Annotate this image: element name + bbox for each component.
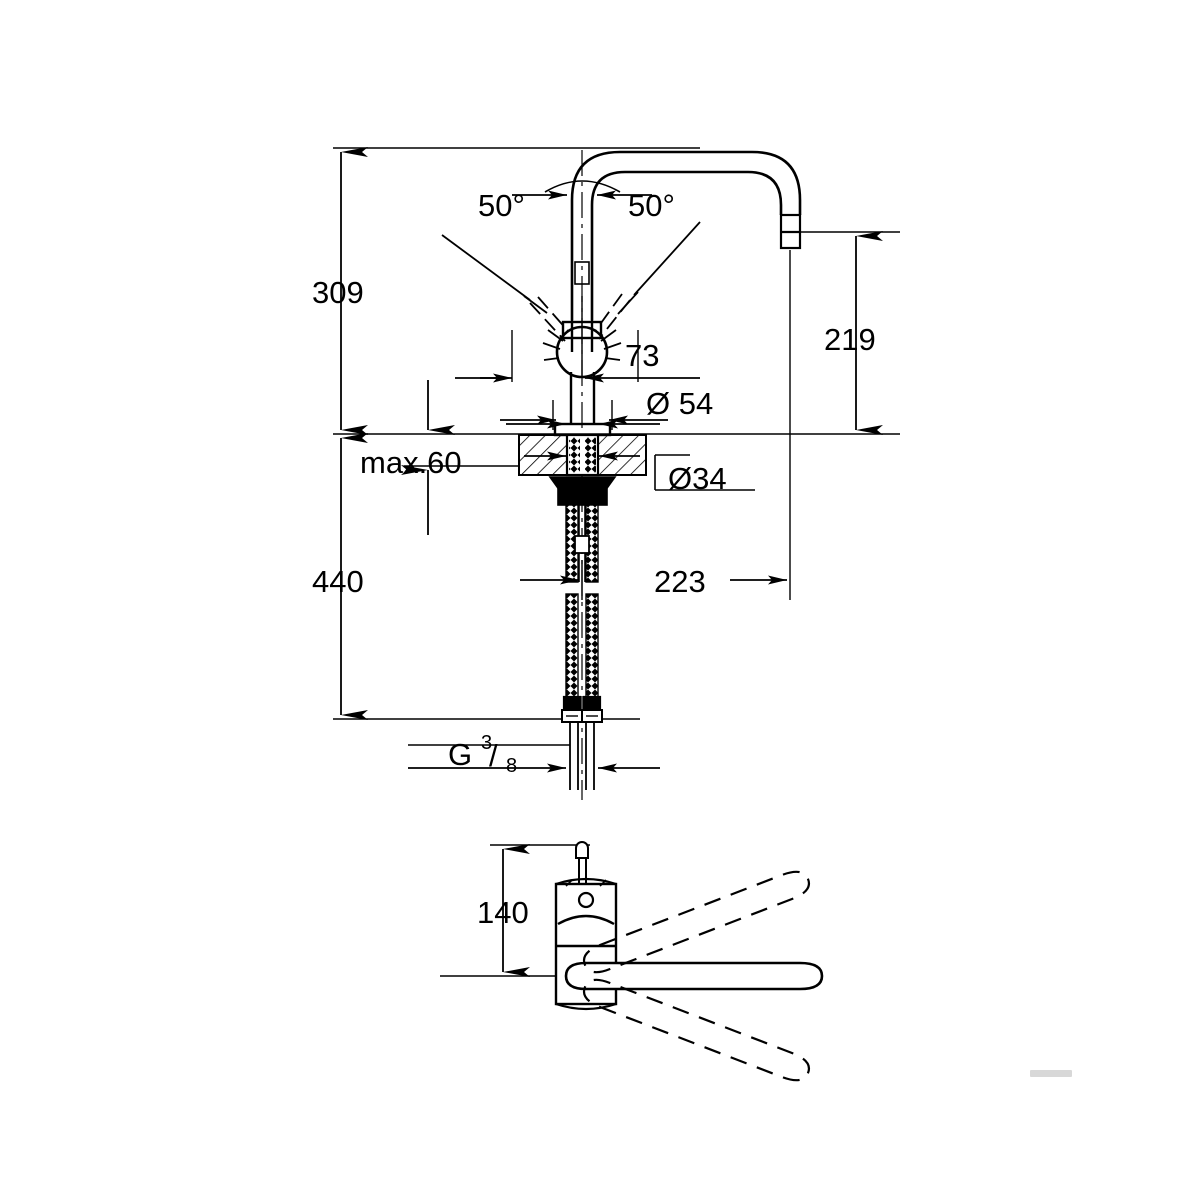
plan-body-top-arc	[555, 877, 617, 886]
plan-lever-handle	[564, 961, 824, 991]
label-g38-denominator: 8	[506, 755, 517, 777]
label-d34: Ø34	[668, 461, 727, 496]
spout-inner-left	[590, 170, 783, 320]
plan-top-ticks	[565, 879, 607, 887]
watermark-mark	[1030, 1070, 1072, 1077]
plan-body-bottom-arc	[555, 1002, 617, 1011]
swivel-tick-marks	[542, 329, 622, 361]
hose-end-collar-right	[582, 695, 602, 712]
label-223: 223	[654, 564, 706, 599]
hose-coupling	[574, 535, 590, 554]
label-440: 440	[312, 564, 364, 599]
label-219: 219	[824, 322, 876, 357]
label-309: 309	[312, 275, 364, 310]
label-73: 73	[625, 338, 659, 373]
riser-internal-detail	[574, 261, 590, 285]
plan-handle-swing-up	[582, 870, 810, 974]
hose-end-collar-left	[562, 695, 582, 712]
plan-handle-swing-down	[582, 978, 810, 1082]
label-140: 140	[477, 895, 529, 930]
label-angle-left: 50°	[478, 188, 525, 223]
plan-pivot-circle	[577, 891, 595, 909]
angle-right-leader	[633, 221, 701, 296]
spout-outer-left	[570, 150, 802, 320]
plan-body-dome-seam	[557, 914, 615, 926]
swivel-arc-top	[544, 180, 621, 193]
label-g38-g: G	[448, 737, 472, 772]
label-d54: Ø 54	[646, 386, 713, 421]
label-g38-slash: /	[489, 738, 498, 773]
mounting-nut	[557, 488, 608, 506]
flex-hose-lower-left	[565, 593, 579, 698]
label-g38-numerator: 3	[481, 732, 492, 754]
swivel-arm-right-dashed	[595, 293, 631, 340]
flex-hose-lower-right	[585, 593, 599, 698]
swivel-arm-left-dashed	[529, 296, 569, 342]
plan-spout-stub	[575, 841, 589, 859]
shank-thread-right	[585, 437, 596, 473]
dimension-labels: 309 50° 50° 219 73 Ø 54 Ø34 max.60 440 2…	[312, 188, 876, 930]
label-g38: G 3 / 8	[448, 732, 517, 777]
label-angle-right: 50°	[628, 188, 675, 223]
angle-left-leader	[441, 234, 531, 301]
shank-thread-left	[569, 437, 580, 473]
label-max60: max.60	[360, 445, 462, 480]
